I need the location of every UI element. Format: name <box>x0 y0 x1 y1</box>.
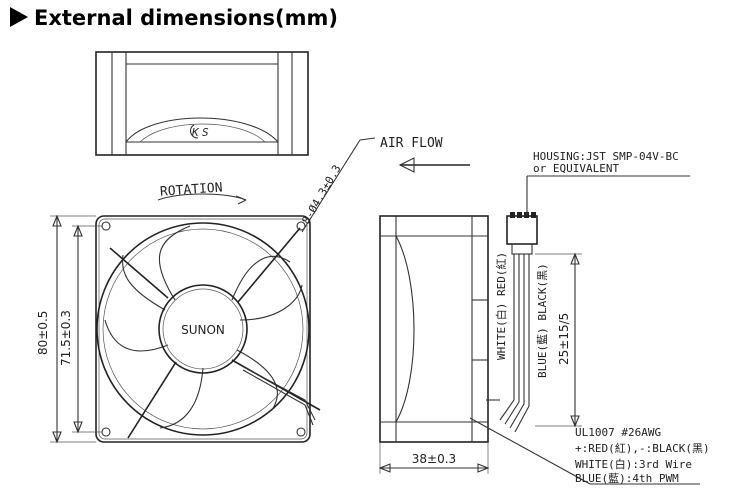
connector-housing-icon <box>506 215 538 245</box>
rotation-label: ROTATION <box>160 180 224 199</box>
wire-white-red-label: WHITE(白) RED(紅) <box>494 252 508 360</box>
dim-lead-label: 25±15/5 <box>557 313 571 365</box>
title-text: External dimensions(mm) <box>34 6 338 30</box>
hole-leader-line <box>301 139 361 233</box>
connector <box>499 212 538 433</box>
hub <box>158 284 248 374</box>
top-view: K S <box>95 51 309 156</box>
svg-text:K: K <box>191 126 200 139</box>
wire-spec-2: +:RED(紅),-:BLACK(黑) <box>575 442 710 455</box>
housing-line-2: or EQUIVALENT <box>533 162 619 175</box>
housing-line-1: HOUSING:JST SMP-04V-BC <box>533 150 679 163</box>
mount-hole-icon <box>101 221 111 231</box>
mount-hole-icon <box>101 427 111 437</box>
wire-leader <box>469 417 591 485</box>
air-flow: AIR FLOW <box>380 136 470 173</box>
rotation: ROTATION <box>157 180 247 205</box>
wire-spec-3: WHITE(白):3rd Wire <box>575 457 692 471</box>
wire-blue-black-label: BLUE(藍) BLACK(黑) <box>536 263 549 378</box>
mount-hole-icon <box>296 427 306 437</box>
strut <box>237 227 301 303</box>
rotation-arrow-icon <box>157 193 247 201</box>
dim-outer: 80±0.5 <box>36 214 96 444</box>
brand-label: SUNON <box>181 323 225 337</box>
cert-mark-icon: K S <box>189 124 209 139</box>
triangle-bullet-icon <box>10 7 28 27</box>
side-view <box>379 215 500 443</box>
dim-depth-label: 38±0.3 <box>412 452 456 466</box>
dim-hole-pitch-label: 71.5±0.3 <box>59 310 73 366</box>
air-flow-label: AIR FLOW <box>380 136 443 151</box>
front-view: SUNON <box>95 215 321 443</box>
svg-text:S: S <box>202 126 209 139</box>
dim-hole-pitch: 71.5±0.3 <box>59 224 102 434</box>
dim-lead: 25±15/5 <box>535 252 582 428</box>
mount-hole-icon <box>296 221 306 231</box>
wire-spec-4: BLUE(藍):4th PWM <box>575 472 679 485</box>
page-title: External dimensions(mm) <box>10 6 338 30</box>
wire-spec-1: UL1007 #26AWG <box>575 426 661 439</box>
dim-depth: 38±0.3 <box>378 442 490 474</box>
strut <box>109 247 169 299</box>
strut <box>127 361 177 439</box>
fan-blades <box>104 225 303 429</box>
dim-outer-label: 80±0.5 <box>36 311 50 355</box>
